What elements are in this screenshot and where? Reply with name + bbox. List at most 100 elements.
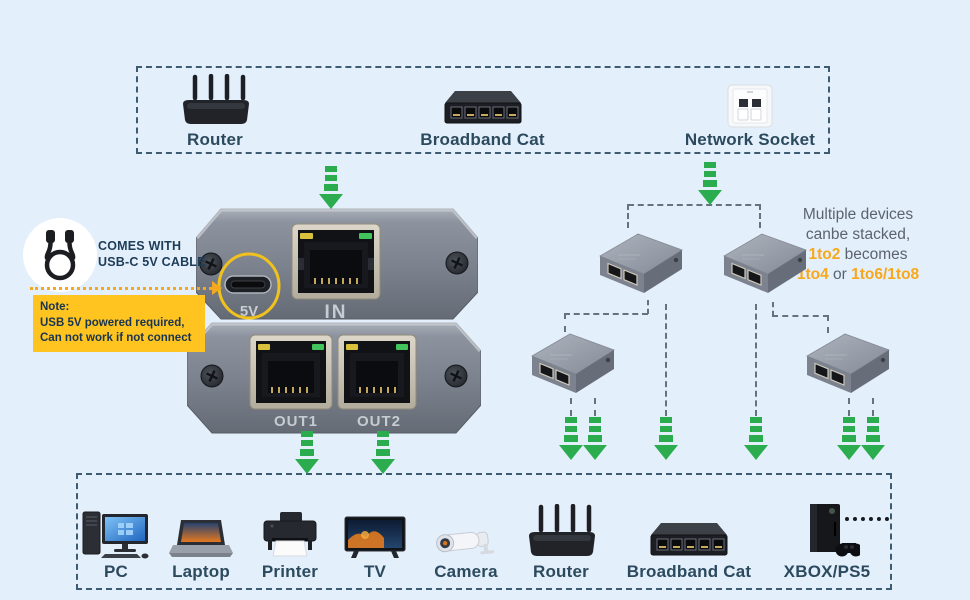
- power-port-label: 5V: [240, 303, 258, 320]
- switch-ports: [450, 106, 518, 119]
- stacking-note-text: or: [828, 266, 852, 283]
- stacking-note-line4: 1to4 or 1to6/1to8: [782, 265, 934, 285]
- out2-port-label: OUT2: [357, 413, 401, 430]
- client-item-camera: Camera: [406, 494, 526, 582]
- broadband-cat-icon: [444, 91, 521, 124]
- broadband-cat-icon: [650, 523, 728, 556]
- ratio-1to4: 1to4: [796, 266, 829, 283]
- connector-line: [628, 204, 761, 206]
- connector-line: [665, 304, 667, 416]
- power-note: Note: USB 5V powered required, Can not w…: [33, 295, 205, 352]
- stacking-note-line3: 1to2 becomes: [782, 245, 934, 265]
- client-item-pc: PC: [56, 494, 176, 582]
- in-port-label: IN: [325, 302, 348, 322]
- client-label-printer: Printer: [261, 562, 319, 582]
- down-arrow-icon: [837, 417, 861, 460]
- source-item-network-socket: Network Socket: [680, 70, 820, 150]
- connector-line: [755, 304, 757, 416]
- down-arrow-icon: [319, 166, 343, 209]
- source-item-broadband-cat: Broadband Cat: [420, 70, 545, 150]
- down-arrow-icon: [559, 417, 583, 460]
- stacked-splitter-device: [531, 333, 615, 393]
- screw-icon: [200, 364, 224, 388]
- down-arrow-icon: [744, 417, 768, 460]
- connector-line: [772, 302, 774, 316]
- connector-line: [759, 204, 761, 228]
- note-title: Note:: [40, 301, 70, 313]
- client-item-router: Router: [501, 494, 621, 582]
- power-arrowhead-icon: [212, 281, 222, 295]
- cable-callout-line2: USB-C 5V CABLE: [98, 255, 206, 269]
- connector-line: [564, 313, 566, 332]
- connector-line: [848, 398, 850, 416]
- client-label-laptop: Laptop: [172, 562, 230, 582]
- usb-c-port: [224, 275, 272, 294]
- client-item-broadband-cat: Broadband Cat: [619, 494, 759, 582]
- stacked-splitter-device: [723, 233, 807, 293]
- network-socket-icon: [727, 84, 773, 128]
- stacking-note-line2: canbe stacked,: [805, 226, 911, 243]
- power-dotted-line: [30, 287, 212, 290]
- connector-line: [570, 398, 572, 416]
- splitter-front-panel: 5V IN: [196, 208, 478, 322]
- stacking-note-line1: Multiple devices: [802, 206, 914, 223]
- camera-icon: [436, 531, 495, 555]
- rj45-in-port: [291, 223, 381, 300]
- splitter-output-panel: OUT1 OUT2: [187, 322, 481, 434]
- screw-icon: [445, 251, 469, 275]
- switch-ports: [656, 538, 725, 551]
- client-item-laptop: Laptop: [141, 494, 261, 582]
- usb-cable-badge: [23, 218, 97, 292]
- stacked-splitter-device: [806, 333, 890, 393]
- client-label-xbox-ps5: XBOX/PS5: [783, 562, 871, 582]
- connector-line: [772, 315, 829, 317]
- client-item-tv: TV: [315, 494, 435, 582]
- router-icon: [529, 504, 595, 557]
- cable-callout-line1: COMES WITH: [98, 239, 182, 253]
- connector-line: [827, 315, 829, 333]
- rj45-out1-port: [249, 334, 333, 410]
- note-line2: Can not work if not connect: [40, 332, 192, 344]
- cable-callout-text: COMES WITH USB-C 5V CABLE: [98, 238, 206, 270]
- source-label-router: Router: [187, 130, 243, 150]
- connector-line: [872, 398, 874, 416]
- out1-port-label: OUT1: [274, 413, 318, 430]
- client-item-xbox-ps5: XBOX/PS5: [767, 494, 887, 582]
- connector-line: [564, 313, 648, 315]
- printer-icon: [263, 512, 317, 557]
- usb-c-cable-icon: [44, 230, 76, 281]
- stacking-note: Multiple devices canbe stacked, 1to2 bec…: [782, 205, 934, 285]
- source-label-broadband-cat: Broadband Cat: [420, 130, 545, 150]
- down-arrow-icon: [583, 417, 607, 460]
- source-label-network-socket: Network Socket: [684, 130, 816, 150]
- more-devices-dots: [845, 517, 889, 521]
- note-line1: USB 5V powered required,: [40, 316, 185, 329]
- xbox-icon: [810, 504, 860, 557]
- down-arrow-icon: [654, 417, 678, 460]
- connector-line: [647, 300, 649, 314]
- down-arrow-icon: [698, 162, 722, 205]
- client-label-broadband-cat: Broadband Cat: [626, 562, 752, 582]
- gamepad-icon: [835, 543, 860, 557]
- down-arrow-icon: [371, 431, 395, 474]
- client-label-pc: PC: [103, 562, 129, 582]
- stacking-note-text: becomes: [840, 246, 908, 263]
- tv-icon: [344, 516, 406, 559]
- source-devices-box: [136, 66, 830, 154]
- rj45-out2-port: [337, 334, 417, 410]
- client-label-router: Router: [533, 562, 589, 582]
- ratio-1to6-1to8: 1to6/1to8: [851, 266, 920, 283]
- laptop-icon: [169, 520, 233, 558]
- screw-icon: [199, 252, 223, 276]
- client-label-camera: Camera: [434, 562, 498, 582]
- stacked-splitter-device: [599, 233, 683, 293]
- source-item-router: Router: [160, 70, 270, 150]
- down-arrow-icon: [295, 431, 319, 474]
- client-label-tv: TV: [363, 562, 387, 582]
- screw-icon: [444, 364, 468, 388]
- ratio-1to2: 1to2: [808, 246, 841, 263]
- down-arrow-icon: [861, 417, 885, 460]
- client-devices-box: [76, 473, 892, 590]
- connector-line: [627, 204, 629, 228]
